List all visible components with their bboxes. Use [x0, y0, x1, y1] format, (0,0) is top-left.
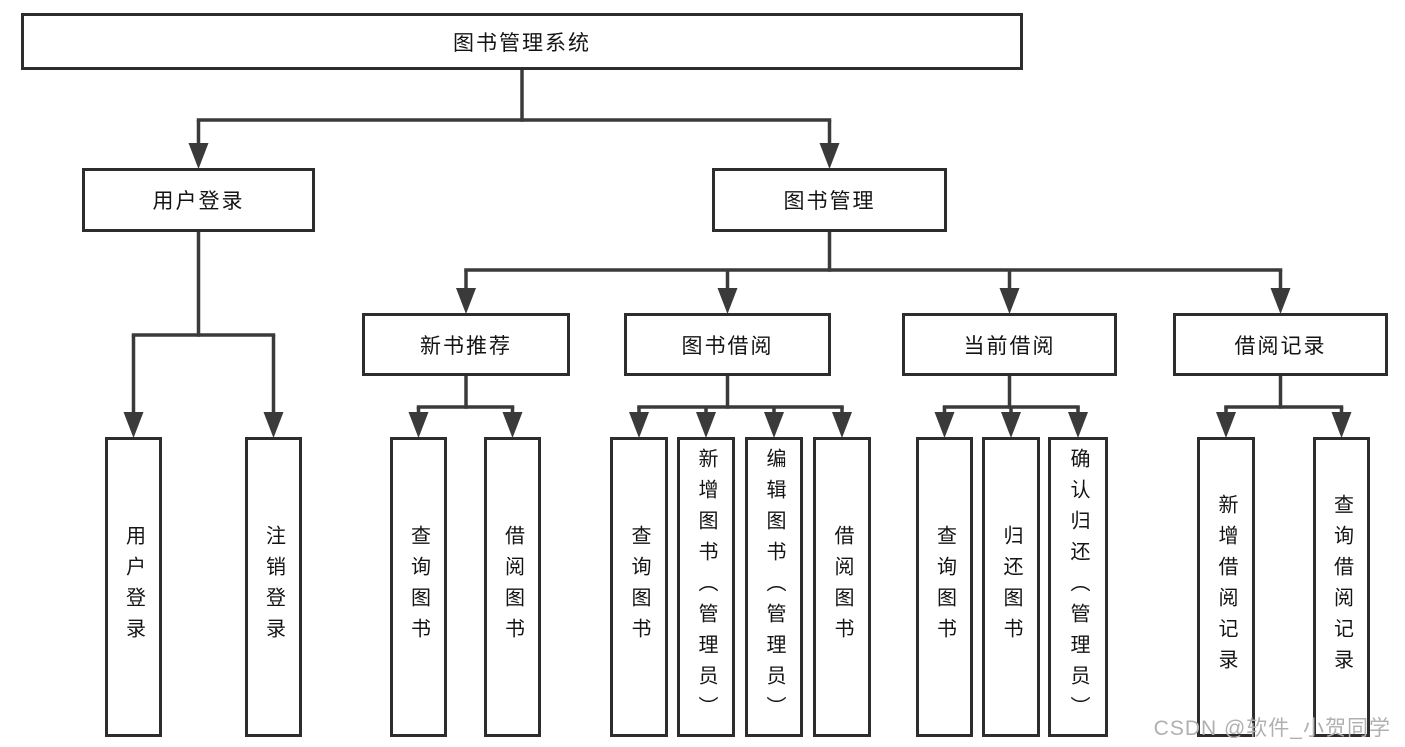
leaf-current-return-label: 归还图书 [1000, 525, 1022, 649]
leaf-borrow-edit-label: 编辑图书（管理员） [763, 447, 785, 727]
leaf-borrow-add-label: 新增图书（管理员） [695, 447, 717, 727]
node-current-borrow-label: 当前借阅 [963, 334, 1056, 358]
node-new-books-label: 新书推荐 [420, 334, 512, 358]
leaf-borrow-add: 新增图书（管理员） [677, 437, 735, 737]
node-root: 图书管理系统 [21, 13, 1023, 70]
leaf-current-query: 查询图书 [916, 437, 973, 737]
leaf-newbooks-query-label: 查询图书 [407, 525, 430, 649]
leaf-newbooks-borrow: 借阅图书 [484, 437, 541, 737]
leaf-records-add: 新增借阅记录 [1197, 437, 1255, 737]
leaf-logout: 注销登录 [245, 437, 302, 737]
node-book-mgmt: 图书管理 [712, 168, 947, 232]
node-borrow-records-label: 借阅记录 [1234, 334, 1327, 358]
leaf-current-query-label: 查询图书 [933, 525, 956, 649]
node-book-borrow: 图书借阅 [624, 313, 831, 376]
leaf-borrow-edit: 编辑图书（管理员） [745, 437, 803, 737]
leaf-newbooks-borrow-label: 借阅图书 [501, 525, 524, 649]
leaf-borrow-query-label: 查询图书 [628, 525, 650, 649]
node-new-books: 新书推荐 [362, 313, 570, 376]
leaf-borrow-borrow-label: 借阅图书 [831, 525, 853, 649]
node-user-login: 用户登录 [82, 168, 315, 232]
leaf-borrow-query: 查询图书 [610, 437, 668, 737]
leaf-borrow-borrow: 借阅图书 [813, 437, 871, 737]
leaf-newbooks-query: 查询图书 [390, 437, 447, 737]
leaf-records-query-label: 查询借阅记录 [1330, 494, 1353, 680]
watermark: CSDN @软件_小贺同学 [1153, 717, 1391, 740]
node-book-borrow-label: 图书借阅 [681, 334, 774, 358]
node-root-label: 图书管理系统 [453, 31, 591, 55]
node-book-mgmt-label: 图书管理 [783, 190, 876, 213]
node-current-borrow: 当前借阅 [902, 313, 1117, 376]
leaf-user-login: 用户登录 [105, 437, 162, 737]
leaf-logout-label: 注销登录 [262, 525, 285, 649]
leaf-records-query: 查询借阅记录 [1313, 437, 1370, 737]
leaf-current-return: 归还图书 [982, 437, 1040, 737]
leaf-current-confirm-label: 确认归还（管理员） [1067, 447, 1089, 727]
node-user-login-label: 用户登录 [152, 190, 245, 213]
leaf-current-confirm: 确认归还（管理员） [1048, 437, 1108, 737]
node-borrow-records: 借阅记录 [1173, 313, 1388, 376]
leaf-records-add-label: 新增借阅记录 [1215, 494, 1237, 680]
leaf-user-login-label: 用户登录 [122, 525, 145, 649]
